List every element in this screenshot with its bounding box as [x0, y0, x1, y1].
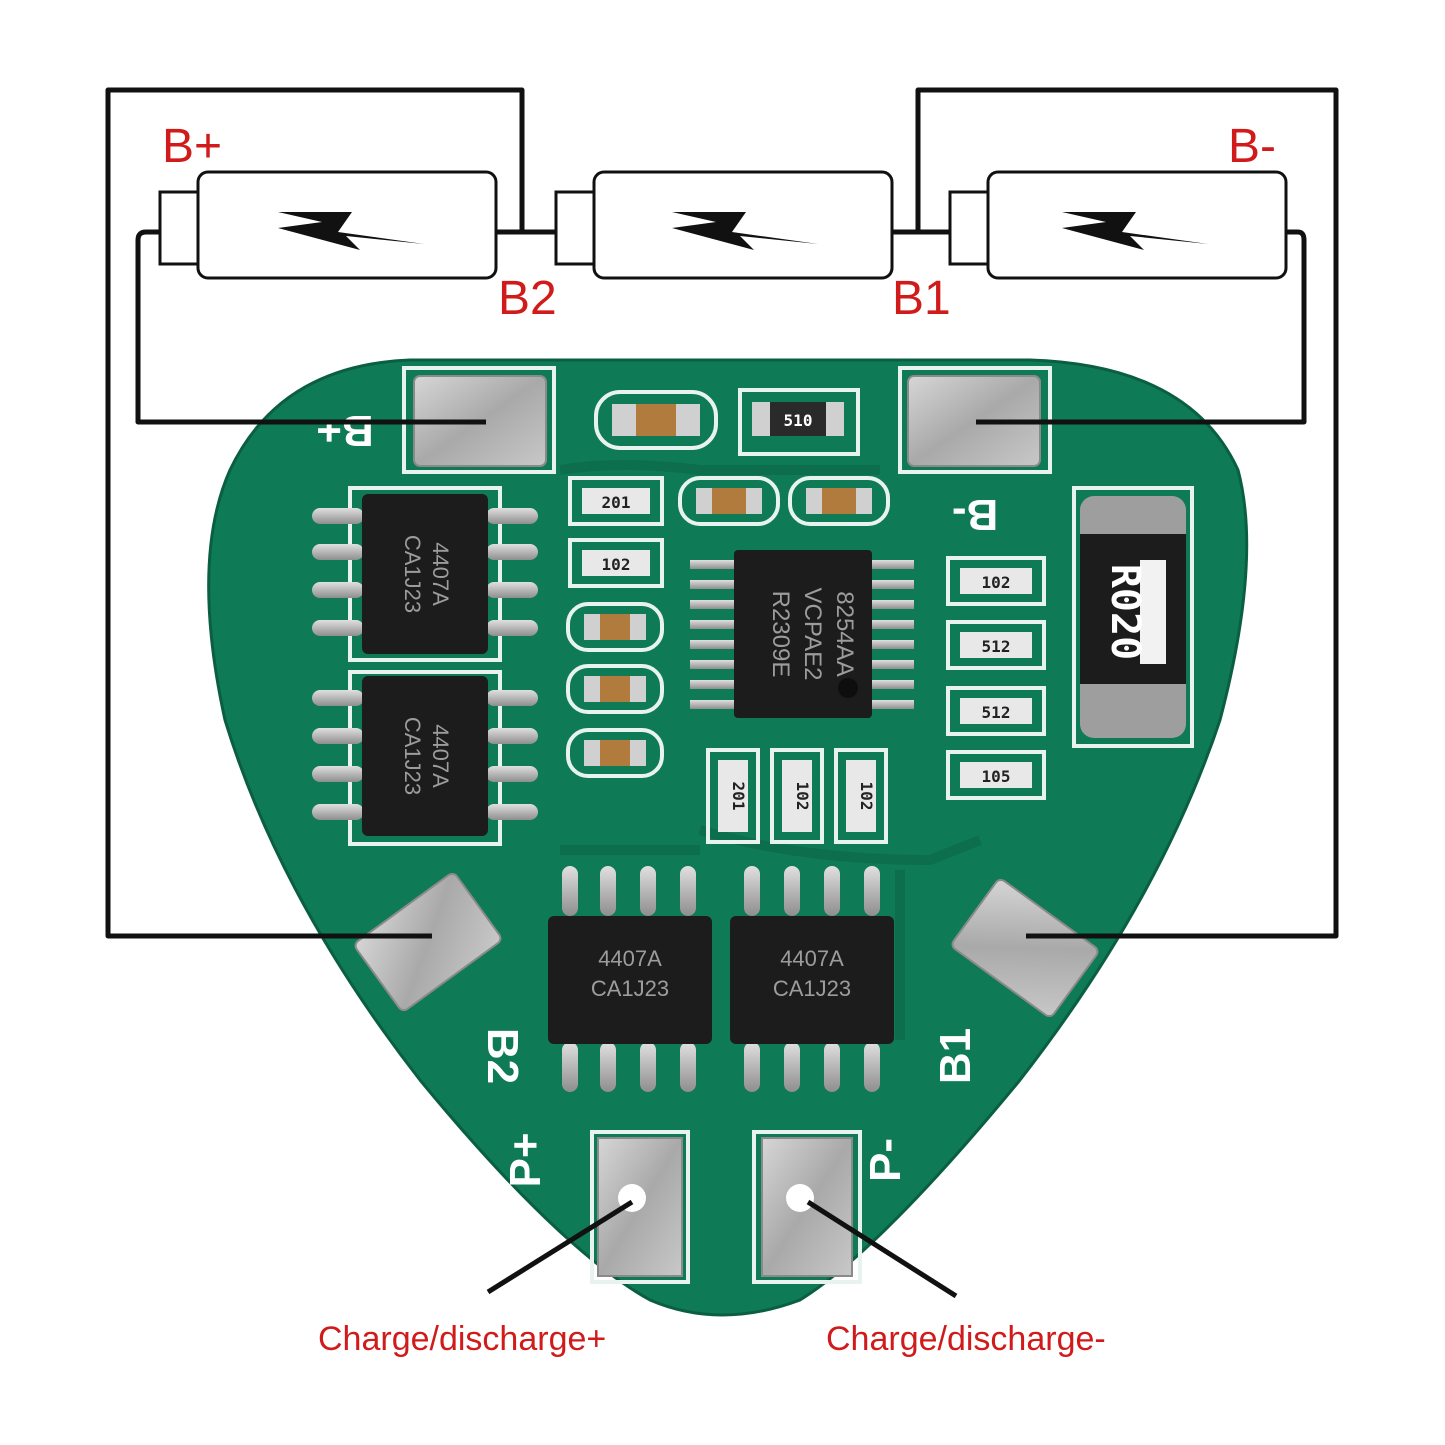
mosfet-4-line2: CA1J23 — [773, 976, 851, 1001]
label-b-minus: B- — [1228, 120, 1276, 173]
resistor-code-102-bottom-a: 102 — [793, 782, 812, 811]
label-b2: B2 — [498, 272, 557, 325]
mosfet-2-line2: CA1J23 — [400, 717, 425, 795]
lightning-icon — [1062, 212, 1208, 250]
silk-b-plus: B+ — [316, 406, 373, 455]
lightning-icon — [278, 212, 424, 250]
mosfet-bottom-right: 4407A CA1J23 — [730, 866, 894, 1092]
resistor-left-1: 201 — [568, 476, 664, 526]
silk-p-plus: P+ — [501, 1132, 550, 1187]
lightning-icon — [672, 212, 818, 250]
mosfet-1-line1: 4407A — [428, 542, 453, 606]
resistor-bottom-3: 102 — [834, 748, 888, 844]
battery-cell-middle — [554, 170, 894, 280]
silk-b1: B1 — [931, 1028, 980, 1084]
mosfet-3-line1: 4407A — [598, 946, 662, 971]
capacitor-top-row-2 — [788, 476, 890, 526]
resistor-code-201: 201 — [602, 493, 631, 512]
silkscreen-outlines — [348, 366, 1194, 1284]
capacitor-top-left — [594, 390, 718, 450]
resistor-bottom-1: 201 — [706, 748, 760, 844]
resistor-right-1: 102 — [946, 556, 1046, 606]
label-charge-discharge-plus: Charge/discharge+ — [318, 1320, 606, 1358]
battery-cell-left — [158, 170, 498, 280]
resistor-bottom-2: 102 — [770, 748, 824, 844]
resistor-code-105: 105 — [982, 767, 1011, 786]
resistor-code-512-a: 512 — [982, 637, 1011, 656]
pad-p-minus — [761, 1137, 853, 1277]
controller-ic-line1: 8254AA — [831, 591, 858, 676]
resistor-code-510: 510 — [784, 411, 813, 430]
resistor-right-4: 105 — [946, 750, 1046, 800]
mosfet-left-upper: 4407A CA1J23 — [312, 494, 538, 654]
shunt-resistor: R020 — [1080, 496, 1186, 738]
silk-b2: B2 — [478, 1028, 527, 1084]
wiring — [105, 87, 1339, 1299]
capacitor-left-2 — [566, 664, 664, 714]
battery-cell-right — [948, 170, 1288, 280]
mosfet-left-lower: 4407A CA1J23 — [312, 676, 538, 836]
pad-b1 — [951, 878, 1099, 1018]
shunt-resistor-code: R020 — [1102, 564, 1148, 660]
capacitor-top-row-1 — [678, 476, 780, 526]
mosfet-3-line2: CA1J23 — [591, 976, 669, 1001]
capacitor-left-1 — [566, 602, 664, 652]
controller-ic-line3: R2309E — [767, 591, 794, 678]
controller-ic: 8254AA VCPAE2 R2309E — [690, 550, 914, 718]
mosfet-bottom-left: 4407A CA1J23 — [548, 866, 712, 1092]
resistor-code-102-bottom-b: 102 — [857, 782, 876, 811]
resistor-right-3: 512 — [946, 686, 1046, 736]
resistor-code-201-bottom: 201 — [729, 782, 748, 811]
mosfet-4-line1: 4407A — [780, 946, 844, 971]
capacitor-left-3 — [566, 728, 664, 778]
resistor-left-2: 102 — [568, 538, 664, 588]
silk-b-minus: B- — [952, 490, 998, 539]
silk-p-minus: P- — [861, 1138, 910, 1182]
mosfet-1-line2: CA1J23 — [400, 535, 425, 613]
controller-ic-line2: VCPAE2 — [799, 588, 826, 681]
resistor-code-102: 102 — [602, 555, 631, 574]
resistor-code-102-right: 102 — [982, 573, 1011, 592]
resistor-top-center: 510 — [752, 402, 844, 436]
label-b-plus: B+ — [162, 120, 222, 173]
label-b1: B1 — [892, 272, 951, 325]
resistor-right-2: 512 — [946, 620, 1046, 670]
pad-p-plus — [597, 1137, 683, 1277]
pad-b2 — [354, 872, 502, 1012]
label-charge-discharge-minus: Charge/discharge- — [826, 1320, 1106, 1358]
mosfet-2-line1: 4407A — [428, 724, 453, 788]
resistor-code-512-b: 512 — [982, 703, 1011, 722]
